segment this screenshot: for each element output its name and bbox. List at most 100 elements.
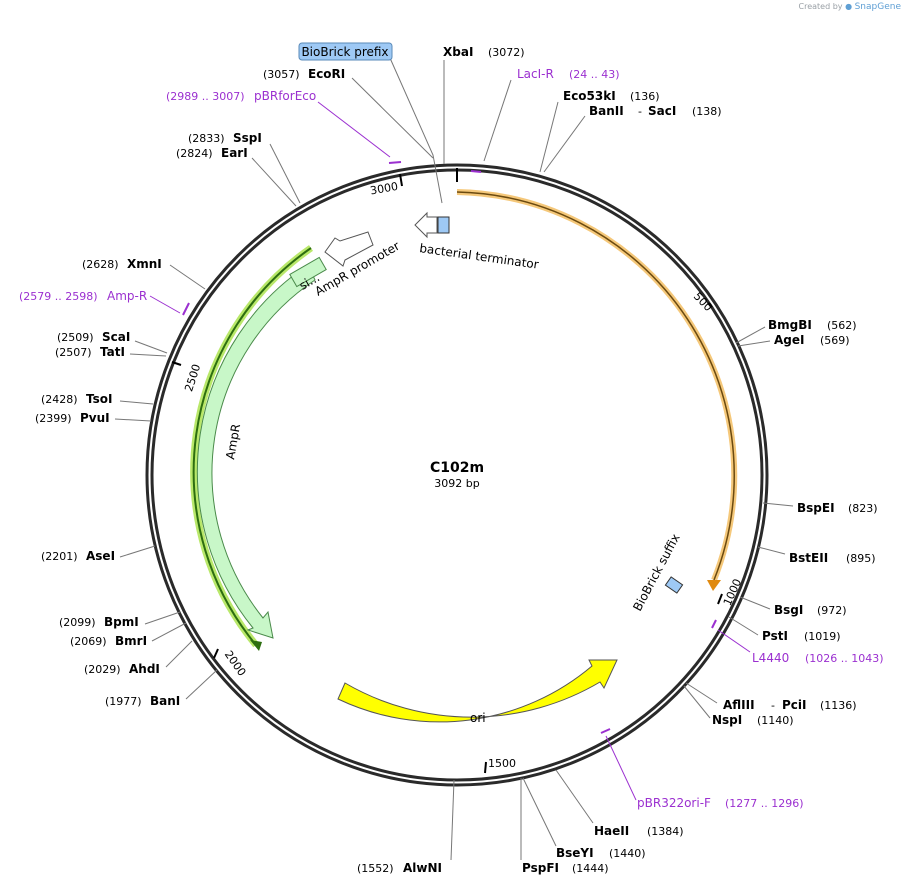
enzyme-banii[interactable]: BanII (589, 104, 624, 118)
primer-l4440-pos: (1026 .. 1043) (805, 652, 884, 665)
enzyme-agei-pos: (569) (820, 334, 850, 347)
biobrick-prefix-box[interactable] (437, 216, 450, 234)
enzyme-psti-pos: (1019) (804, 630, 841, 643)
enzyme-scai[interactable]: ScaI (102, 330, 130, 344)
primer-mark-pbrforeco (388, 161, 402, 164)
primer-pbr322ori-f-pos: (1277 .. 1296) (725, 797, 804, 810)
orange-feature-arc (456, 189, 738, 582)
leader-nspi (683, 685, 711, 719)
plasmid-name: C102m (430, 460, 484, 476)
enzyme-afliii-sep: - (771, 699, 775, 712)
enzyme-afliii[interactable]: AflIII (723, 698, 755, 712)
enzyme-bani[interactable]: BanI (150, 694, 180, 708)
primer-pbrforeco[interactable]: pBRforEco (254, 89, 316, 103)
enzyme-banii-sep: - (638, 105, 642, 118)
enzyme-agei[interactable]: AgeI (774, 333, 804, 347)
enzyme-bsgi[interactable]: BsgI (774, 603, 803, 617)
enzyme-bseyi[interactable]: BseYI (556, 846, 594, 860)
enzyme-sspi-pos: (2833) (188, 132, 225, 145)
leader-pbr322ori-f (605, 735, 637, 801)
signal-sequence-feature[interactable] (289, 256, 327, 288)
enzyme-bspei[interactable]: BspEI (797, 501, 835, 515)
leader-laci-r (483, 79, 512, 162)
enzyme-pspfi[interactable]: PspFI (522, 861, 559, 875)
enzyme-bmri[interactable]: BmrI (115, 634, 147, 648)
leader-bspei (762, 502, 794, 507)
tick-label-3000: 3000 (369, 180, 399, 198)
enzyme-afliii-pos: (1136) (820, 699, 857, 712)
enzyme-ahdi[interactable]: AhdI (129, 662, 160, 676)
primer-mark-pbr322ori-f (600, 728, 611, 734)
enzyme-xbai[interactable]: XbaI (443, 45, 473, 59)
created-by-credit: Created by ● SnapGene (799, 2, 902, 12)
green-feature-arrowhead (250, 640, 262, 651)
enzyme-pcii[interactable]: PciI (782, 698, 807, 712)
bacterial-terminator-feature[interactable] (414, 211, 438, 239)
leader-eari (251, 157, 297, 207)
enzyme-psti[interactable]: PstI (762, 629, 788, 643)
snapgene-logo-icon: ● (845, 2, 853, 11)
enzyme-bseyi-pos: (1440) (609, 847, 646, 860)
leader-agei (737, 340, 771, 347)
leader-l4440 (717, 629, 751, 653)
biobrick-prefix-tag[interactable]: BioBrick prefix (298, 42, 393, 61)
primer-l4440[interactable]: L4440 (752, 651, 789, 665)
leader-pvui (114, 418, 152, 422)
primer-laci-r[interactable]: LacI-R (517, 67, 554, 81)
leader-bsgi (739, 596, 771, 610)
enzyme-bmri-pos: (2069) (70, 635, 107, 648)
enzyme-bsteii-pos: (895) (846, 552, 876, 565)
enzyme-tati-pos: (2507) (55, 346, 92, 359)
enzyme-eari[interactable]: EarI (221, 146, 248, 160)
enzyme-xmni-pos: (2628) (82, 258, 119, 271)
leader-pbrforeco (317, 101, 391, 158)
green-feature-arc-line (192, 247, 312, 646)
enzyme-bpmi[interactable]: BpmI (104, 615, 139, 629)
tick-label-500: 500 (691, 290, 715, 314)
enzyme-bsgi-pos: (972) (817, 604, 847, 617)
ori-label: ori (470, 711, 486, 725)
enzyme-eco53ki[interactable]: Eco53kI (563, 89, 616, 103)
primer-mark-l4440 (711, 619, 717, 629)
enzyme-bmgbi[interactable]: BmgBI (768, 318, 812, 332)
enzyme-pvui-pos: (2399) (35, 412, 72, 425)
enzyme-saci[interactable]: SacI (648, 104, 676, 118)
enzyme-nspi[interactable]: NspI (712, 713, 742, 727)
enzyme-asei[interactable]: AseI (86, 549, 115, 563)
tick-500 (707, 302, 713, 308)
enzyme-pspfi-pos: (1444) (572, 862, 609, 875)
enzyme-tsoi[interactable]: TsoI (86, 392, 112, 406)
enzyme-asei-pos: (2201) (41, 550, 78, 563)
enzyme-pvui[interactable]: PvuI (80, 411, 110, 425)
enzyme-ahdi-pos: (2029) (84, 663, 121, 676)
enzyme-tati[interactable]: TatI (100, 345, 125, 359)
enzyme-banii-pos: (138) (692, 105, 722, 118)
tick-1000 (717, 593, 723, 605)
primer-pbr322ori-f[interactable]: pBR322ori-F (637, 796, 711, 810)
tick-2500 (171, 361, 182, 366)
enzyme-bpmi-pos: (2099) (59, 616, 96, 629)
biobrick-prefix-tag-bg (298, 42, 393, 61)
biobrick-suffix-label: BioBrick suffix (630, 531, 682, 613)
primer-pbrforeco-pos: (2989 .. 3007) (166, 90, 245, 103)
ori-feature[interactable] (337, 659, 618, 723)
enzyme-haeii[interactable]: HaeII (594, 824, 629, 838)
ampr-promoter-feature[interactable] (324, 231, 374, 267)
leader-lines (114, 57, 794, 861)
ampr-feature[interactable] (196, 264, 316, 639)
enzyme-sspi[interactable]: SspI (233, 131, 262, 145)
primer-amp-r[interactable]: Amp-R (107, 289, 147, 303)
tick-label-1500: 1500 (488, 757, 516, 770)
orange-feature-arrowhead (707, 580, 721, 591)
enzyme-ecori[interactable]: EcoRI (308, 67, 345, 81)
enzyme-bani-pos: (1977) (105, 695, 142, 708)
enzyme-tsoi-pos: (2428) (41, 393, 78, 406)
credit-brand: SnapGene (854, 2, 901, 12)
leader-bpmi (144, 611, 181, 625)
primer-marks (182, 161, 717, 734)
enzyme-bsteii[interactable]: BstEII (789, 551, 828, 565)
biobrick-suffix-box[interactable] (664, 576, 684, 594)
enzyme-xmni[interactable]: XmnI (127, 257, 162, 271)
enzyme-alwni[interactable]: AlwNI (403, 861, 442, 875)
